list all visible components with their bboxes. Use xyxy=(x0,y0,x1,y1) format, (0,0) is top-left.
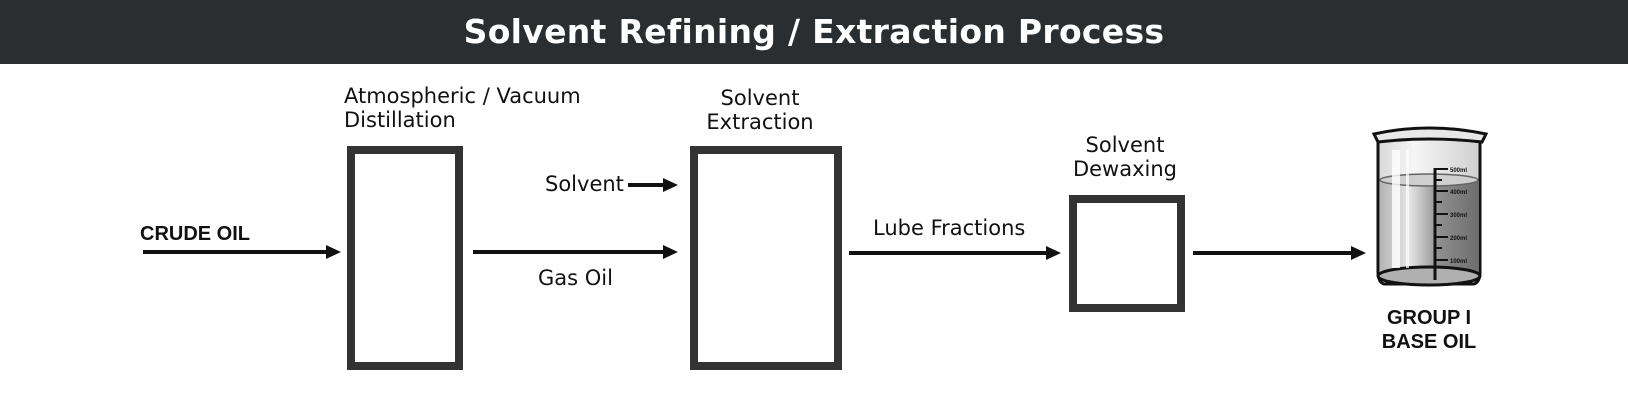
extraction-label-line1: Solvent xyxy=(720,86,800,110)
beaker-icon: 500ml 400ml 300ml 200ml 100ml xyxy=(1371,126,1489,287)
arrow-lube-fractions xyxy=(849,246,1061,260)
page-title: Solvent Refining / Extraction Process xyxy=(463,12,1165,51)
distillation-label-line2: Distillation xyxy=(344,108,456,132)
extraction-label-line2: Extraction xyxy=(706,110,814,134)
distillation-label-line1: Atmospheric / Vacuum xyxy=(344,84,581,108)
crude-oil-label: CRUDE OIL xyxy=(140,223,250,245)
lube-fractions-flow-label: Lube Fractions xyxy=(873,216,1026,240)
header-bar: Solvent Refining / Extraction Process xyxy=(0,0,1628,64)
distillation-unit xyxy=(347,146,463,370)
dewaxing-label-line2: Dewaxing xyxy=(1072,157,1178,181)
output-label-line2: BASE OIL xyxy=(1381,331,1477,353)
beaker-mark-500: 500ml xyxy=(1450,168,1467,174)
dewaxing-label-line1: Solvent xyxy=(1085,133,1165,157)
beaker-mark-400: 400ml xyxy=(1450,190,1467,196)
gas-oil-flow-label: Gas Oil xyxy=(538,266,613,290)
arrow-output xyxy=(1193,246,1366,260)
arrow-crude-oil xyxy=(143,245,341,259)
arrow-solvent xyxy=(628,178,678,192)
dewaxing-unit xyxy=(1069,195,1185,312)
extraction-unit xyxy=(690,146,842,370)
beaker-mark-300: 300ml xyxy=(1450,213,1467,219)
output-label-line1: GROUP I xyxy=(1386,307,1472,329)
solvent-flow-label: Solvent xyxy=(545,172,624,196)
arrow-gas-oil xyxy=(473,245,678,259)
beaker-mark-100: 100ml xyxy=(1450,259,1467,265)
beaker-mark-200: 200ml xyxy=(1450,236,1467,242)
